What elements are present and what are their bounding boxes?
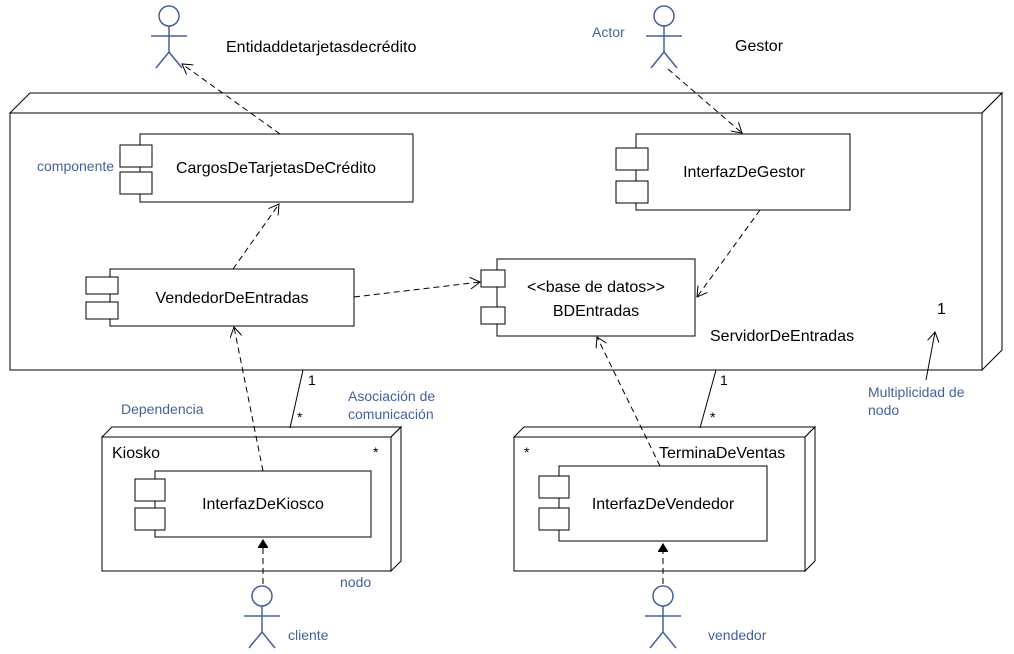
actor-gestor-label: Gestor	[735, 38, 784, 55]
annotation-dependencia: Dependencia	[121, 401, 204, 417]
kiosko-node-label: Kiosko	[112, 445, 160, 462]
actor-cliente-label: cliente	[288, 627, 329, 643]
annotation-actor: Actor	[592, 24, 625, 40]
annotation-asociacion-line2: comunicación	[348, 406, 434, 422]
dependency-vendedor-to-cargos	[232, 204, 279, 270]
annotation-componente: componente	[37, 158, 114, 174]
dependency-kiosco-to-vendedor	[234, 327, 264, 472]
actor-entidad-label: Entidaddetarjetasdecrédito	[226, 39, 416, 56]
dependency-interfazgestor-to-bd	[697, 209, 761, 297]
terminal-corner-multiplicity: *	[524, 444, 530, 460]
association-kiosko-servidor	[289, 369, 304, 429]
server-multiplicity: 1	[937, 301, 946, 318]
terminal-node-label: TerminaDeVentas	[659, 445, 785, 462]
kiosko-assoc-server-end: 1	[308, 372, 316, 388]
association-terminal-servidor	[699, 369, 717, 429]
multiplicity-annotation-arrow	[925, 332, 935, 381]
annotation-nodo: nodo	[340, 574, 371, 590]
actor-vendedor-icon	[645, 585, 681, 649]
annotation-multiplicidad-line2: nodo	[868, 402, 899, 418]
actor-cliente-icon	[244, 585, 280, 649]
terminal-assoc-node-end: *	[710, 409, 716, 425]
component-vendedor-entradas[interactable]	[85, 268, 355, 327]
actor-vendedor-label: vendedor	[708, 627, 767, 643]
dependency-interfazvendedor-to-bd	[597, 337, 661, 467]
servidor-node-label: ServidorDeEntradas	[710, 328, 854, 345]
annotation-multiplicidad-line1: Multiplicidad de	[868, 384, 965, 400]
dependency-gestor-to-interfaz	[667, 68, 742, 133]
component-bd-entradas[interactable]	[480, 258, 696, 337]
kiosko-assoc-node-end: *	[297, 409, 303, 425]
component-interfaz-vendedor-label: InterfazDeVendedor	[592, 496, 735, 513]
component-bd-label: BDEntradas	[553, 303, 639, 320]
terminal-assoc-server-end: 1	[720, 372, 728, 388]
annotation-asociacion-line1: Asociación de	[348, 388, 435, 404]
component-bd-stereotype: <<base de datos>>	[527, 279, 665, 296]
dependency-cargos-to-entidad	[182, 64, 281, 135]
dependency-vendedor-to-bd	[353, 282, 480, 298]
component-cargos-label: CargosDeTarjetasDeCrédito	[176, 160, 376, 177]
actor-entidad-icon	[151, 5, 187, 69]
kiosko-corner-multiplicity: *	[373, 444, 379, 460]
component-interfaz-kiosco-label: InterfazDeKiosco	[202, 496, 324, 513]
component-cargos[interactable]	[119, 133, 414, 203]
component-interfaz-kiosco[interactable]	[134, 470, 372, 538]
component-vendedor-entradas-label: VendedorDeEntradas	[156, 290, 309, 307]
component-interfaz-gestor-label: InterfazDeGestor	[683, 164, 806, 181]
component-interfaz-gestor[interactable]	[615, 133, 851, 211]
actor-gestor-icon	[646, 5, 682, 69]
component-interfaz-vendedor[interactable]	[538, 465, 768, 542]
